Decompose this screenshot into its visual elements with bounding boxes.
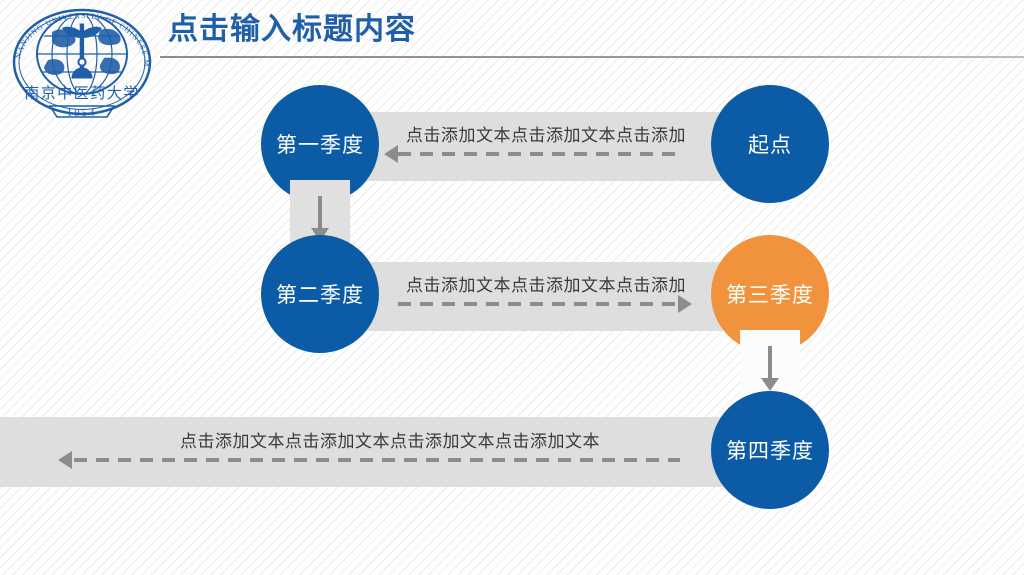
row-3-dash-line: [74, 458, 680, 462]
row-1-dash-line: [398, 152, 680, 156]
row-1-bar-label: 点击添加文本点击添加文本点击添加: [406, 126, 686, 145]
connector-right-arrow-down-icon: [761, 378, 779, 391]
row-2-arrow-right-icon: [678, 295, 692, 313]
circle-third-quarter-label: 第三季度: [726, 284, 814, 307]
row-2-bar-label: 点击添加文本点击添加文本点击添加: [406, 276, 686, 295]
row-3-arrow-left-icon: [58, 451, 72, 469]
row-3-rail: [0, 417, 764, 487]
circle-second-quarter[interactable]: 第二季度: [261, 235, 379, 353]
circle-start-point[interactable]: 起点: [711, 85, 829, 203]
circle-fourth-quarter[interactable]: 第四季度: [711, 391, 829, 509]
circle-fourth-quarter-label: 第四季度: [726, 440, 814, 463]
row-2-dash-line: [398, 302, 680, 306]
svg-text:南京中医药大学: 南京中医药大学: [24, 85, 140, 102]
circle-first-quarter-label: 第一季度: [276, 134, 364, 157]
circle-start-point-label: 起点: [748, 134, 792, 157]
page-title: 点击输入标题内容: [168, 13, 416, 46]
circle-second-quarter-label: 第二季度: [276, 284, 364, 307]
circle-first-quarter[interactable]: 第一季度: [261, 85, 379, 203]
svg-text:1954: 1954: [67, 108, 97, 119]
connector-left-line: [318, 196, 322, 228]
row-1-arrow-left-icon: [384, 145, 398, 163]
connector-right-line: [768, 346, 772, 378]
row-3-bar-label: 点击添加文本点击添加文本点击添加文本点击添加文本: [180, 432, 600, 451]
title-divider: [160, 56, 1024, 58]
nanjing-university-of-chinese-medicine-logo: NANJING UNIVERSITY OF CHINESE MEDICINE 南…: [5, 0, 156, 124]
